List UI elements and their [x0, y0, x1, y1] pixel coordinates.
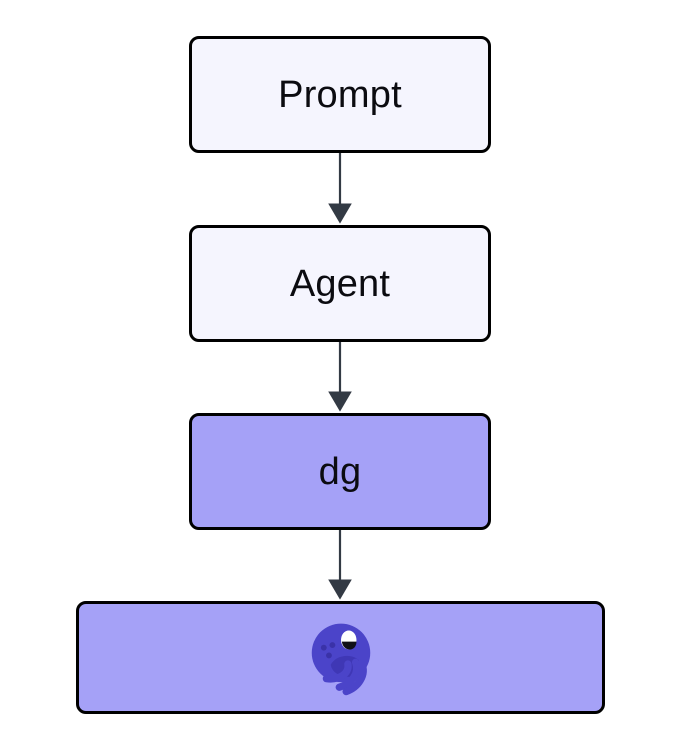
node-agent[interactable]: Agent [189, 225, 491, 342]
node-octopus[interactable] [76, 601, 605, 714]
node-prompt-label: Prompt [278, 73, 402, 116]
node-prompt[interactable]: Prompt [189, 36, 491, 153]
node-dg-label: dg [318, 450, 362, 493]
node-agent-label: Agent [289, 262, 391, 305]
node-dg[interactable]: dg [189, 413, 491, 530]
octopus-icon [298, 615, 384, 701]
